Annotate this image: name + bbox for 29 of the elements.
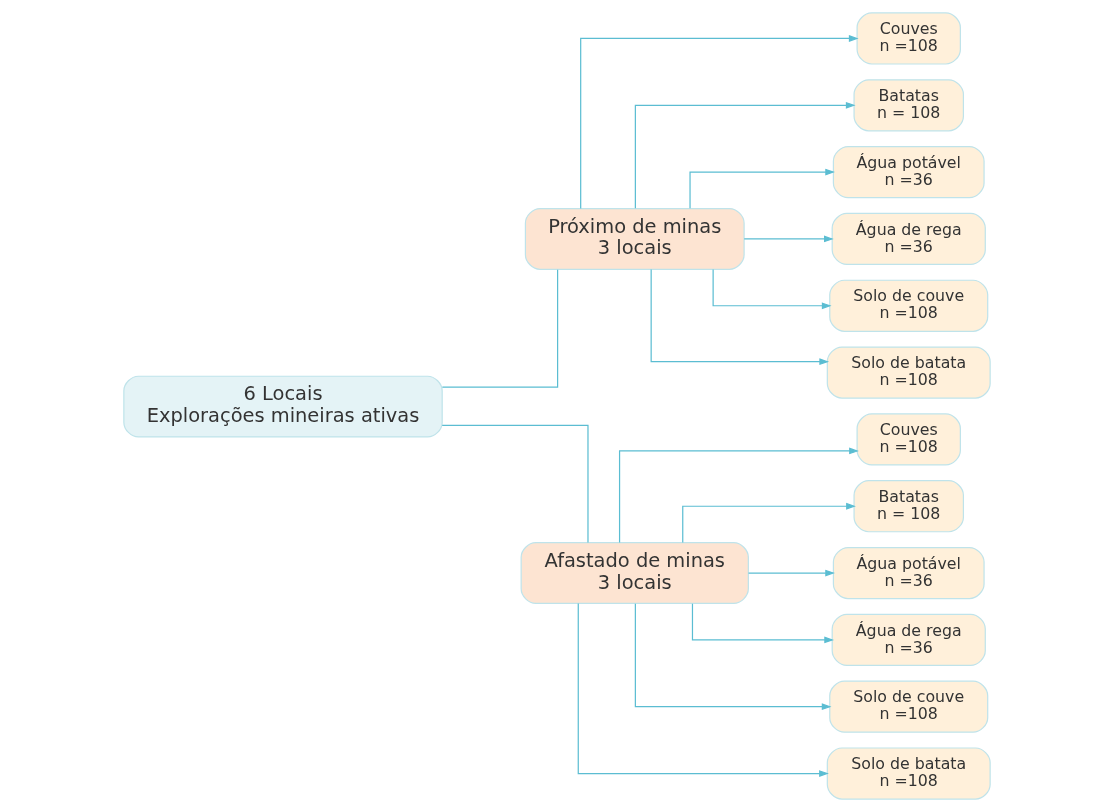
node-box: Água potável n =36 (832, 146, 985, 199)
arrow (682, 502, 856, 543)
arrow (618, 447, 859, 544)
node-box: Batatas n = 108 (853, 79, 964, 132)
arrow (712, 269, 832, 310)
node-box: Solo de couve n =108 (829, 279, 989, 332)
arrow (691, 603, 834, 644)
node-box: Solo de couve n =108 (829, 680, 989, 733)
node-box: Solo de batata n =108 (826, 346, 991, 399)
node-box: Couves n =108 (856, 12, 961, 65)
node-box: 6 Locais Explorações mineiras ativas (123, 375, 443, 438)
connector (441, 269, 559, 388)
node-box: Batatas n = 108 (853, 480, 964, 533)
node-box: Água de rega n =36 (831, 613, 986, 666)
node-box: Água potável n =36 (832, 546, 985, 600)
connector (441, 424, 589, 544)
node-box: Água de rega n =36 (831, 212, 986, 266)
arrow (634, 603, 832, 711)
arrow (743, 235, 834, 243)
node-box: Próximo de minas 3 locais (524, 207, 745, 270)
arrow (634, 101, 856, 209)
node-box: Solo de batata n =108 (826, 747, 991, 800)
node-box: Couves n =108 (856, 413, 961, 466)
arrow (577, 602, 829, 777)
arrow (747, 569, 835, 577)
arrow (650, 269, 830, 366)
node-box: Afastado de minas 3 locais (520, 542, 749, 605)
arrow (689, 168, 835, 209)
arrow (580, 35, 859, 210)
